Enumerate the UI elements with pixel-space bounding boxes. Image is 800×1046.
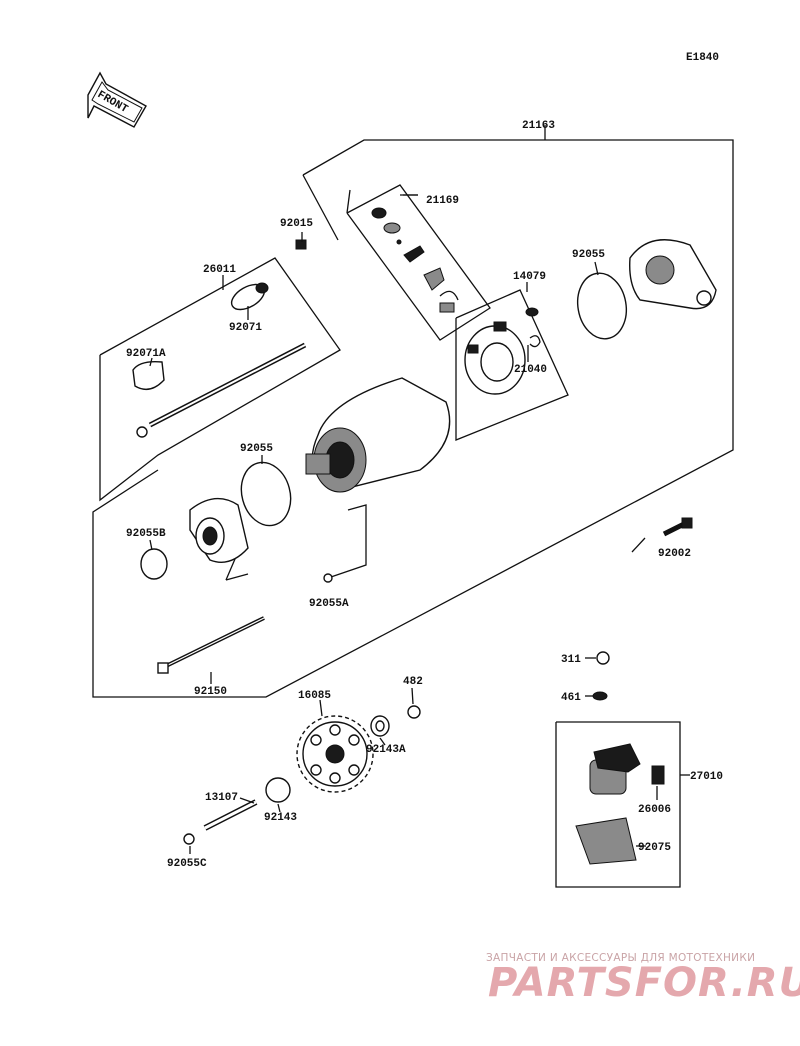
nut-icon — [596, 651, 610, 665]
label-92055: 92055 — [240, 443, 273, 455]
nut-icon — [295, 239, 307, 250]
bolt-icon — [631, 517, 693, 553]
brush-plate-icon — [464, 321, 526, 395]
label-13107: 13107 — [205, 792, 238, 804]
label-92143A: 92143A — [366, 744, 406, 756]
label-21040: 21040 — [514, 364, 547, 376]
washer-icon — [592, 691, 608, 701]
front-arrow-icon: FRONT — [87, 71, 147, 128]
o-ring-icon — [323, 573, 333, 583]
label-16085: 16085 — [298, 690, 331, 702]
fuse-icon — [651, 765, 665, 785]
label-92055A: 92055A — [309, 598, 349, 610]
washer-icon — [407, 705, 421, 719]
label-311: 311 — [561, 654, 581, 666]
through-bolt-icon — [157, 616, 265, 674]
shaft-icon — [203, 799, 258, 831]
label-461: 461 — [561, 692, 581, 704]
label-14079: 14079 — [513, 271, 546, 283]
end-cover-icon — [629, 239, 717, 310]
label-92015: 92015 — [280, 218, 313, 230]
watermark-logo: PARTSFOR.RU — [488, 960, 800, 1006]
spring-icon — [525, 307, 539, 317]
label-92075: 92075 — [638, 842, 671, 854]
o-ring-icon — [140, 548, 168, 580]
watermark-tagline: ЗАПЧАСТИ И АКСЕССУАРЫ ДЛЯ МОТОТЕХНИКИ — [486, 952, 756, 964]
leader-lines — [149, 194, 658, 854]
label-21163: 21163 — [522, 120, 555, 132]
terminal-boot-icon — [132, 360, 165, 391]
label-92143: 92143 — [264, 812, 297, 824]
label-92071: 92071 — [229, 322, 262, 334]
brush-holder-parts — [371, 207, 459, 313]
label-27010: 27010 — [690, 771, 723, 783]
label-92055-top: 92055 — [572, 249, 605, 261]
label-92055B: 92055B — [126, 528, 166, 540]
terminal-cap-icon — [230, 282, 269, 311]
gear-icon — [296, 715, 374, 793]
label-21169: 21169 — [426, 195, 459, 207]
o-ring-icon — [183, 833, 195, 845]
label-482: 482 — [403, 676, 423, 688]
label-92071A: 92071A — [126, 348, 166, 360]
bushing-icon — [265, 777, 291, 803]
starter-yoke-icon — [305, 377, 451, 493]
label-92055C: 92055C — [167, 858, 207, 870]
o-ring-icon — [576, 272, 628, 340]
front-cover-icon — [189, 497, 249, 563]
starter-assembly-outline — [92, 125, 734, 698]
diagram-code: E1840 — [686, 52, 719, 64]
label-26011: 26011 — [203, 264, 236, 276]
label-92002: 92002 — [658, 548, 691, 560]
relay-kit-outline — [555, 721, 681, 888]
label-92150: 92150 — [194, 686, 227, 698]
label-26006: 26006 — [638, 804, 671, 816]
terminal-rod — [136, 342, 307, 438]
o-ring-icon — [240, 461, 292, 527]
relay-cover-icon — [575, 817, 637, 865]
starter-relay-icon — [589, 743, 641, 795]
